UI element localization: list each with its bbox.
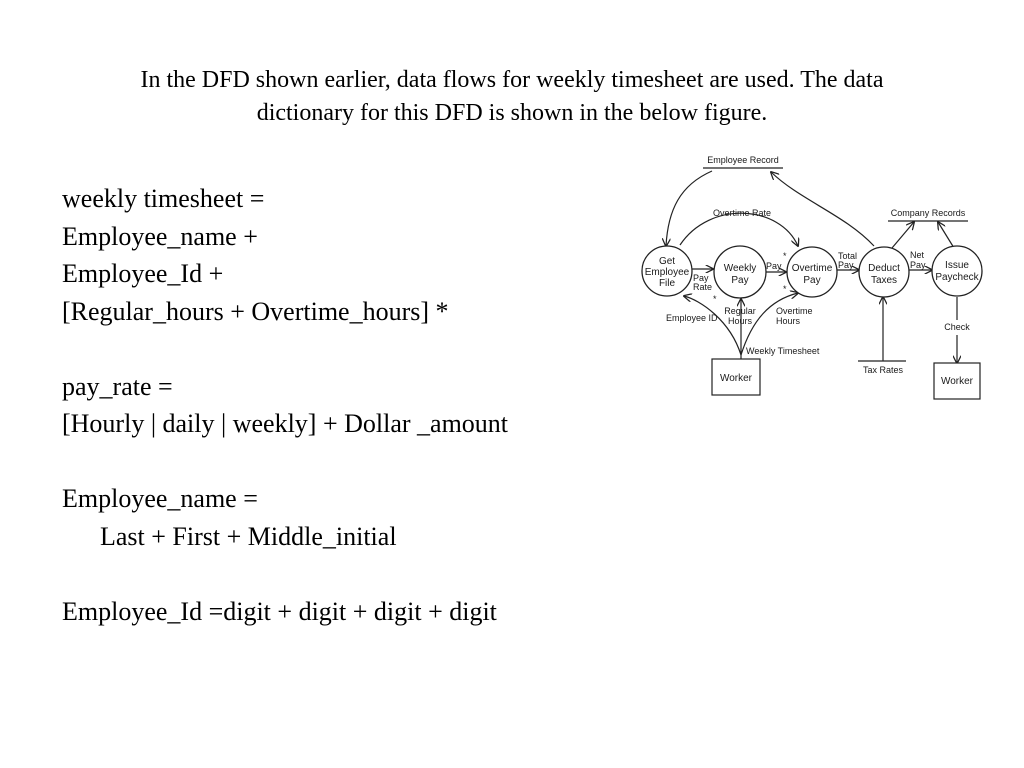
store-company-records: Company Records: [888, 208, 968, 222]
flow-label-net-pay-2: Pay: [910, 260, 926, 270]
dict-line: Employee_name +: [62, 221, 258, 251]
svg-text:Pay: Pay: [803, 275, 820, 286]
flow-employee-record-to-get-file: [666, 170, 713, 246]
dict-line: Employee_Id =digit + digit + digit + dig…: [62, 596, 497, 626]
flow-label-regular-hours-2: Hours: [728, 316, 753, 326]
intro-line-1: In the DFD shown earlier, data flows for…: [140, 67, 884, 93]
asterisk: *: [783, 251, 787, 261]
svg-text:Employee: Employee: [645, 267, 690, 278]
flow-label-weekly-timesheet: Weekly Timesheet: [746, 346, 820, 356]
svg-text:Overtime: Overtime: [792, 263, 833, 274]
flow-overtime-hours: [740, 293, 798, 356]
svg-text:Pay: Pay: [731, 275, 748, 286]
svg-text:Taxes: Taxes: [871, 275, 897, 286]
flow-label-pay-rate-1: Pay: [693, 273, 709, 283]
process-weekly-pay: Weekly Pay: [713, 245, 767, 299]
flow-deduct-to-company-records: [891, 222, 914, 249]
flow-label-regular-hours-1: Regular: [724, 306, 756, 316]
flow-label-total-pay-2: Pay: [838, 260, 854, 270]
process-issue-paycheck: Issue Paycheck: [931, 245, 983, 297]
flow-label-overtime-hours-2: Hours: [776, 316, 801, 326]
dict-line: weekly timesheet =: [62, 184, 265, 213]
dict-line: [Hourly | daily | weekly] + Dollar _amou…: [62, 409, 509, 438]
svg-text:Paycheck: Paycheck: [935, 272, 979, 283]
flow-label-employee-id: Employee ID: [666, 313, 718, 323]
dict-line: [62, 330, 508, 368]
asterisk: *: [783, 284, 787, 294]
intro-line-2: dictionary for this DFD is shown in the …: [256, 100, 768, 126]
flow-label-pay-rate-2: Rate: [693, 282, 712, 292]
dict-line: [62, 555, 508, 593]
data-dictionary: weekly timesheet = Employee_name + Emplo…: [62, 180, 508, 630]
flow-label-overtime-rate: Overtime Rate: [713, 208, 771, 218]
store-label: Employee Record: [707, 155, 779, 165]
process-deduct-taxes: Deduct Taxes: [858, 246, 910, 298]
flow-label-pay: Pay: [766, 261, 782, 271]
process-overtime-pay: Overtime Pay: [786, 246, 838, 298]
svg-text:Issue: Issue: [945, 260, 969, 271]
dict-line: [Regular_hours + Overtime_hours] *: [62, 296, 449, 326]
svg-text:Weekly: Weekly: [724, 263, 757, 274]
svg-text:Deduct: Deduct: [868, 263, 900, 274]
dict-line: [62, 443, 508, 481]
svg-text:File: File: [659, 278, 676, 289]
dict-line: Last + First + Middle_initial: [100, 521, 397, 551]
store-label: Tax Rates: [863, 365, 904, 375]
flow-overtime-rate: [679, 212, 798, 246]
flow-label-check: Check: [944, 322, 970, 332]
flow-label-total-pay-1: Total: [838, 251, 857, 261]
svg-text:Get: Get: [659, 256, 675, 267]
intro-paragraph: In the DFD shown earlier, data flows for…: [40, 64, 984, 130]
dfd-diagram: Employee Record Company Records Tax Rate…: [641, 155, 983, 400]
dict-line: pay_rate =: [62, 371, 173, 401]
store-employee-record: Employee Record: [703, 155, 783, 169]
process-get-employee-file: Get Employee File: [641, 245, 693, 297]
store-label: Company Records: [891, 208, 966, 218]
flow-label-net-pay-1: Net: [910, 250, 925, 260]
flow-deduct-to-employee-record: [771, 172, 875, 247]
flow-employee-id: [684, 296, 742, 356]
svg-text:Worker: Worker: [941, 376, 974, 387]
asterisk: *: [713, 294, 717, 304]
store-tax-rates: Tax Rates: [858, 360, 906, 375]
dict-line: Employee_name =: [62, 484, 258, 513]
svg-text:Worker: Worker: [720, 373, 753, 384]
flow-paycheck-to-company-records: [938, 222, 955, 249]
dict-line: Employee_Id +: [62, 259, 224, 288]
flow-label-overtime-hours-1: Overtime: [776, 306, 813, 316]
entity-worker-source: Worker: [711, 358, 761, 396]
entity-worker-sink: Worker: [933, 362, 981, 400]
